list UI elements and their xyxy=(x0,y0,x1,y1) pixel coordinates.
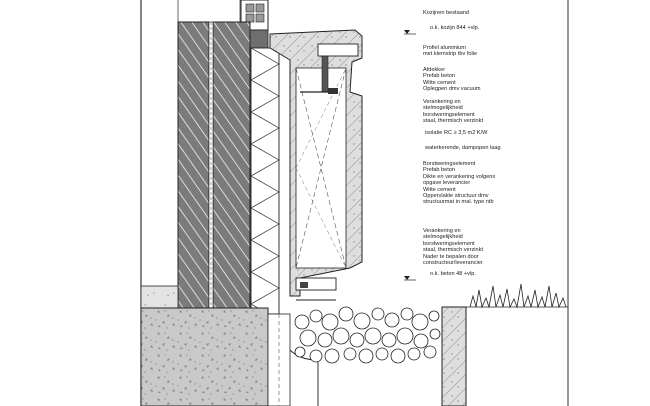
masonry-wall xyxy=(177,21,251,309)
label-kozijn: Kozijnen bestaand xyxy=(423,10,470,16)
label-level-top: o.k. kozijn 844 +vlp. xyxy=(430,25,480,31)
label-verankering-1: Verankering en stelmogelijkheid borstwer… xyxy=(423,99,483,125)
prefab-parapet-element xyxy=(269,29,363,297)
level-marker-bottom xyxy=(404,276,416,281)
aluminium-profile xyxy=(300,43,359,94)
label-borstwering: Borstweringselement Prefab beton Dikte e… xyxy=(423,161,496,206)
anchor-bracket xyxy=(295,277,337,301)
label-level-bottom: o.k. beton 48 +vlp. xyxy=(430,271,476,277)
label-profiel: Profiel aluminium met klemstrip tbv foli… xyxy=(423,45,478,58)
label-afdekker: Afdekker Prefab beton Witte cement Opleg… xyxy=(423,67,481,93)
grass-line xyxy=(466,283,568,309)
label-isolatie: isolatie RC ≥ 3,5 m2 K/W xyxy=(425,130,488,136)
label-verankering-2: Verankering en stelmogelijkheid borstwer… xyxy=(423,228,483,267)
gravel-fill xyxy=(294,306,441,364)
level-marker-top xyxy=(404,30,416,35)
insulation-layer xyxy=(250,47,280,315)
curb-block xyxy=(441,306,467,406)
label-waterkerende: waterkerende, dampopen laag xyxy=(425,145,501,151)
concrete-foundation xyxy=(140,285,319,406)
